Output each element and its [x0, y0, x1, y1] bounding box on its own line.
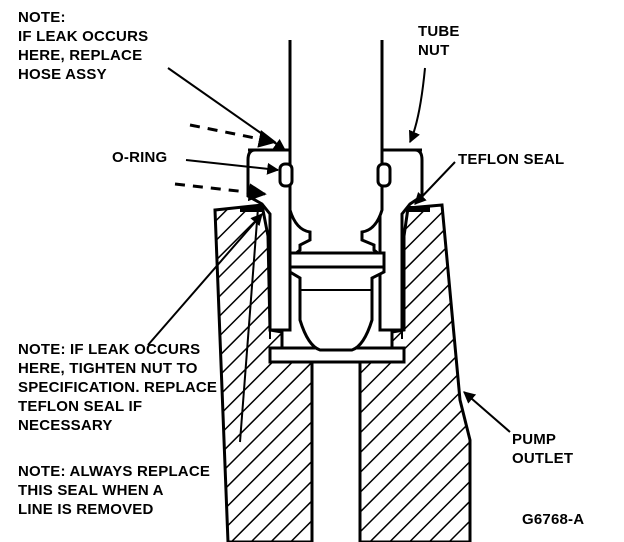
note-seat-leak: NOTE: IF LEAK OCCURS HERE, TIGHTEN NUT T…: [18, 340, 217, 435]
label-pump-outlet: PUMP OUTLET: [512, 430, 573, 468]
leader-lines: [147, 67, 511, 443]
tube: [288, 40, 386, 352]
note-seat-leak-line: NECESSARY: [18, 417, 113, 434]
note-replace-seal-line: LINE IS REMOVED: [18, 501, 154, 518]
figure-id: G6768-A: [522, 511, 585, 528]
note-hose-leak-line: IF LEAK OCCURS: [18, 28, 149, 45]
note-hose-leak-line: HERE, REPLACE: [18, 47, 143, 64]
label-tube-nut-line: NUT: [418, 42, 450, 59]
note-seat-leak-line: HERE, TIGHTEN NUT TO: [18, 360, 198, 377]
label-tube-nut-line: TUBE: [418, 23, 460, 40]
note-replace-seal: NOTE: ALWAYS REPLACE THIS SEAL WHEN A LI…: [18, 462, 210, 519]
note-seat-leak-line: NOTE: IF LEAK OCCURS: [18, 341, 201, 358]
note-replace-seal-line: THIS SEAL WHEN A: [18, 482, 164, 499]
note-seat-leak-line: TEFLON SEAL IF: [18, 398, 143, 415]
label-pump-outlet-line: OUTLET: [512, 450, 574, 467]
note-hose-leak-line: NOTE:: [18, 9, 66, 26]
note-seat-leak-line: SPECIFICATION. REPLACE: [18, 379, 218, 396]
leak-flow-arrows: [174, 123, 277, 202]
note-hose-leak: NOTE: IF LEAK OCCURS HERE, REPLACE HOSE …: [18, 8, 148, 84]
teflon-seal: [240, 206, 430, 212]
label-tube-nut: TUBE NUT: [418, 22, 460, 60]
note-hose-leak-line: HOSE ASSY: [18, 66, 107, 83]
o-ring: [278, 162, 392, 188]
note-replace-seal-line: NOTE: ALWAYS REPLACE: [18, 463, 211, 480]
label-pump-outlet-line: PUMP: [512, 431, 557, 448]
label-teflon-seal: TEFLON SEAL: [458, 151, 565, 168]
label-o-ring: O-RING: [112, 149, 168, 166]
